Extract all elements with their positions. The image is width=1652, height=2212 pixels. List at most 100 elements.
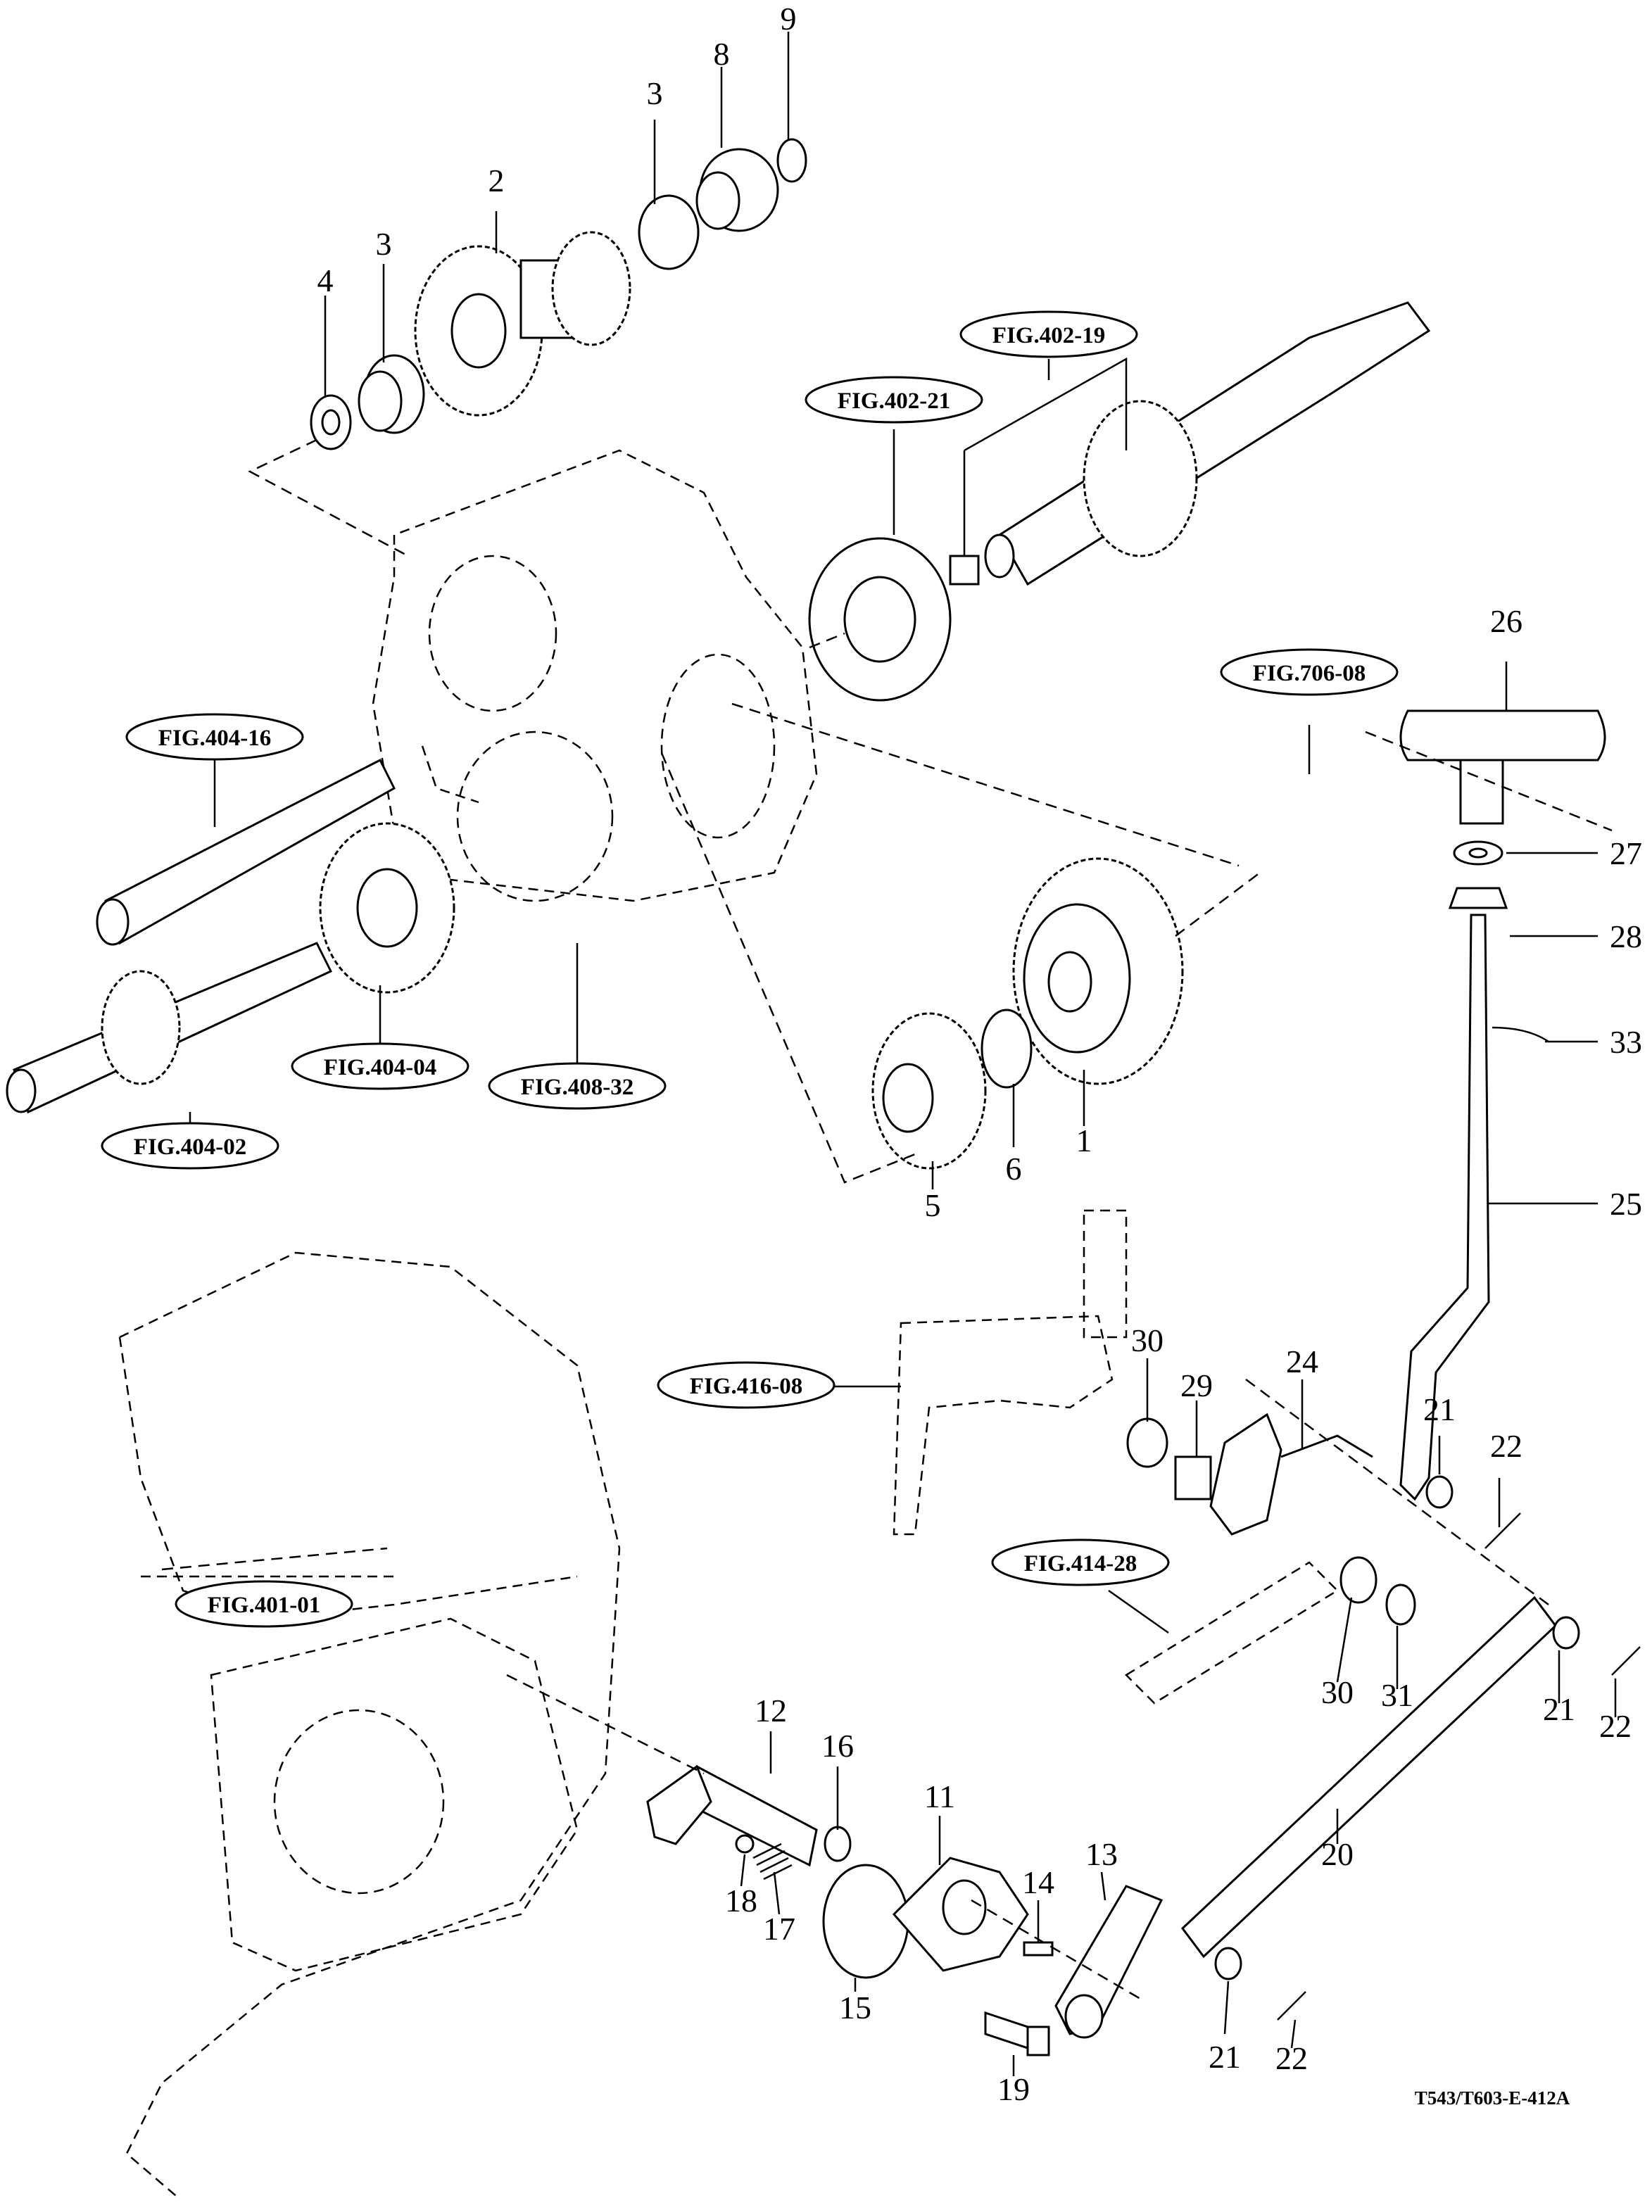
pin-part-14 (1023, 1941, 1054, 1957)
callout-fig-706-08: FIG.706-08 (1220, 648, 1399, 696)
shift-fork-416-08 (893, 1209, 1128, 1536)
ref-label-401-01: FIG.401-01 (208, 1593, 320, 1618)
washer-part-21c (1214, 1947, 1242, 1980)
washer-part-30b (1339, 1556, 1377, 1604)
ref-label-404-16: FIG.404-16 (158, 726, 271, 751)
leader-lines (189, 32, 1617, 2076)
callout-fig-404-02: FIG.404-02 (101, 1122, 279, 1170)
part-number: 9 (781, 1, 797, 37)
bolt-part-19 (984, 2011, 1050, 2056)
lever-part-24 (1209, 1412, 1373, 1536)
washer-part-21a (1425, 1475, 1454, 1509)
arm-part-13 (1054, 1885, 1164, 2039)
nut-part-28 (1448, 887, 1508, 909)
part-number: 21 (1209, 2039, 1241, 2075)
snap-ring-part-9 (776, 138, 807, 183)
part-number: 28 (1610, 918, 1642, 954)
part-number: 26 (1490, 603, 1522, 639)
part-number: 5 (925, 1187, 941, 1223)
link-414-28 (1124, 1561, 1339, 1705)
part-number: 20 (1321, 1836, 1354, 1872)
shaft-404-16 (96, 758, 396, 946)
collar-part-8 (695, 148, 779, 232)
transmission-case-upper (372, 449, 818, 902)
part-number: 27 (1610, 835, 1642, 871)
o-ring-part-16 (824, 1826, 852, 1862)
pin-part-33 (1492, 1026, 1549, 1043)
part-number: 17 (763, 1911, 795, 1947)
part-number: 12 (755, 1693, 787, 1728)
gear-part-5 (871, 1012, 987, 1170)
bushing-part-29 (1174, 1455, 1212, 1500)
ref-label-706-08: FIG.706-08 (1253, 661, 1366, 686)
o-ring-part-15 (822, 1864, 909, 1979)
cotter-pin-part-22c (1277, 1991, 1306, 2021)
ref-label-414-28: FIG.414-28 (1024, 1551, 1137, 1576)
housing-part-11 (892, 1857, 1029, 1972)
bearing-404-04 (319, 822, 455, 994)
main-shaft-assembly (808, 301, 1431, 702)
part-number: 16 (821, 1728, 854, 1764)
callout-fig-404-04: FIG.404-04 (291, 1042, 469, 1090)
part-number: 11 (924, 1778, 955, 1814)
gear-cluster-part-2 (414, 231, 631, 417)
knob-part-26 (1399, 709, 1606, 825)
cotter-pin-part-22b (1611, 1646, 1641, 1676)
gear-part-1 (1012, 857, 1184, 1085)
shaft-part-12 (646, 1764, 818, 1867)
part-number: 33 (1610, 1024, 1642, 1060)
washer-part-27 (1453, 840, 1503, 866)
callout-fig-402-19: FIG.402-19 (959, 310, 1138, 358)
part-number: 22 (1490, 1428, 1522, 1464)
part-number: 21 (1543, 1691, 1575, 1727)
callout-fig-401-01: FIG.401-01 (175, 1580, 353, 1628)
collar-part-30a (1126, 1417, 1168, 1468)
part-number: 30 (1131, 1322, 1164, 1358)
cotter-pin-part-22a (1484, 1512, 1521, 1549)
ref-label-408-32: FIG.408-32 (521, 1075, 633, 1100)
part-number: 30 (1321, 1674, 1354, 1710)
part-number: 21 (1423, 1391, 1456, 1427)
part-number: 6 (1006, 1151, 1022, 1187)
callout-fig-402-21: FIG.402-21 (805, 376, 983, 424)
callout-fig-408-32: FIG.408-32 (488, 1062, 667, 1110)
part-number: 22 (1599, 1708, 1632, 1744)
part-number: 8 (714, 36, 730, 72)
callout-fig-416-08: FIG.416-08 (657, 1361, 836, 1409)
part-number: 1 (1076, 1123, 1092, 1158)
ref-label-402-21: FIG.402-21 (838, 388, 950, 414)
ref-label-404-02: FIG.404-02 (134, 1135, 246, 1160)
transmission-case-lower (118, 1251, 621, 2197)
part-number: 29 (1180, 1367, 1213, 1403)
part-number: 4 (317, 263, 334, 298)
part-number: 2 (488, 163, 505, 198)
clip-part-31 (1385, 1584, 1416, 1626)
part-number: 3 (647, 75, 663, 111)
rod-part-25 (1399, 914, 1490, 1501)
part-number: 19 (997, 2071, 1030, 2107)
rod-part-20 (1180, 1595, 1558, 1959)
ref-label-416-08: FIG.416-08 (690, 1374, 802, 1399)
ball-part-18 (735, 1834, 755, 1854)
part-number: 18 (725, 1883, 757, 1919)
part-number: 22 (1275, 2040, 1308, 2076)
shaft-404-02 (6, 942, 333, 1114)
part-number: 3 (376, 226, 392, 262)
thrust-washer-part-4 (310, 394, 352, 450)
part-number: 24 (1286, 1344, 1318, 1379)
washer-part-21b (1552, 1616, 1580, 1650)
part-number-labels: 9 8 3 2 3 4 26 27 28 33 25 1 6 5 30 29 2… (317, 1, 1643, 2107)
part-number: 15 (839, 1990, 871, 2025)
part-number: 14 (1022, 1864, 1054, 1900)
part-number: 31 (1381, 1677, 1413, 1713)
spring-part-17 (752, 1843, 793, 1881)
needle-bearing-part-3b (638, 194, 700, 270)
ref-label-402-19: FIG.402-19 (992, 323, 1105, 348)
part-number: 13 (1085, 1836, 1118, 1872)
snap-ring-part-6 (981, 1009, 1033, 1089)
drawing-code: T543/T603-E-412A (1415, 2087, 1570, 2109)
callout-fig-404-16: FIG.404-16 (125, 713, 304, 761)
needle-bearing-part-3a (358, 354, 425, 434)
callout-fig-414-28: FIG.414-28 (991, 1538, 1170, 1586)
